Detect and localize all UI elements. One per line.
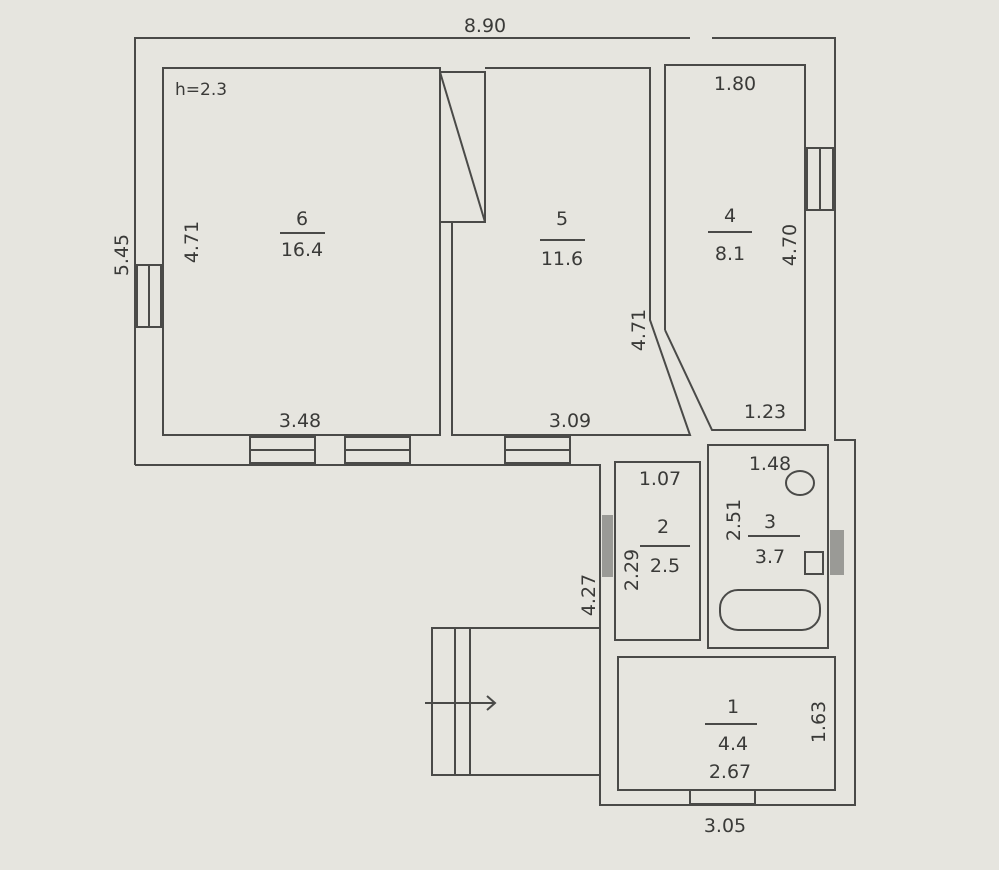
room-3-length: 2.51 [723, 499, 745, 541]
room-2-width: 1.07 [639, 468, 681, 490]
room-5-width: 3.09 [549, 410, 591, 432]
room-5-area: 11.6 [541, 248, 583, 270]
room-6-length: 4.71 [181, 221, 203, 263]
room-4-number: 4 [724, 205, 736, 227]
room-5-length: 4.71 [628, 309, 650, 351]
labels: h=2.3 8.90 5.45 4.27 3.05 6 16.4 3.48 4.… [111, 15, 830, 837]
room-2-outline [614, 461, 701, 641]
ceiling-height: h=2.3 [175, 80, 227, 100]
room-6-width: 3.48 [279, 410, 321, 432]
room-4-bottom-width: 1.23 [744, 401, 786, 423]
room-4-outline [664, 64, 806, 431]
room-1-length: 1.63 [808, 701, 830, 743]
fixtures [719, 470, 824, 631]
room-4-length: 4.70 [779, 224, 801, 266]
room-2-number: 2 [657, 516, 669, 538]
annex-height: 4.27 [578, 574, 600, 616]
room-6-number: 6 [296, 208, 308, 230]
room-5-number: 5 [556, 208, 568, 230]
room-3-width: 1.48 [749, 453, 791, 475]
room-6-area: 16.4 [281, 239, 323, 261]
bathtub-icon [719, 589, 821, 631]
room-5-outline [451, 67, 692, 436]
room-3-area: 3.7 [755, 546, 785, 568]
toilet-icon [785, 470, 815, 496]
room-1-number: 1 [727, 696, 739, 718]
room-1-width: 2.67 [709, 761, 751, 783]
overall-height: 5.45 [111, 234, 133, 276]
room-3-outline [707, 444, 829, 649]
room-2-length: 2.29 [621, 549, 643, 591]
sink-icon [804, 551, 824, 575]
room-4-area: 8.1 [715, 243, 745, 265]
room-4-width: 1.80 [714, 73, 756, 95]
room-3-number: 3 [764, 511, 776, 533]
room-6-outline [162, 67, 441, 436]
room-1-area: 4.4 [718, 733, 748, 755]
windows [136, 147, 844, 805]
overall-width: 8.90 [464, 15, 506, 37]
annex-width: 3.05 [704, 815, 746, 837]
room-2-area: 2.5 [650, 555, 680, 577]
